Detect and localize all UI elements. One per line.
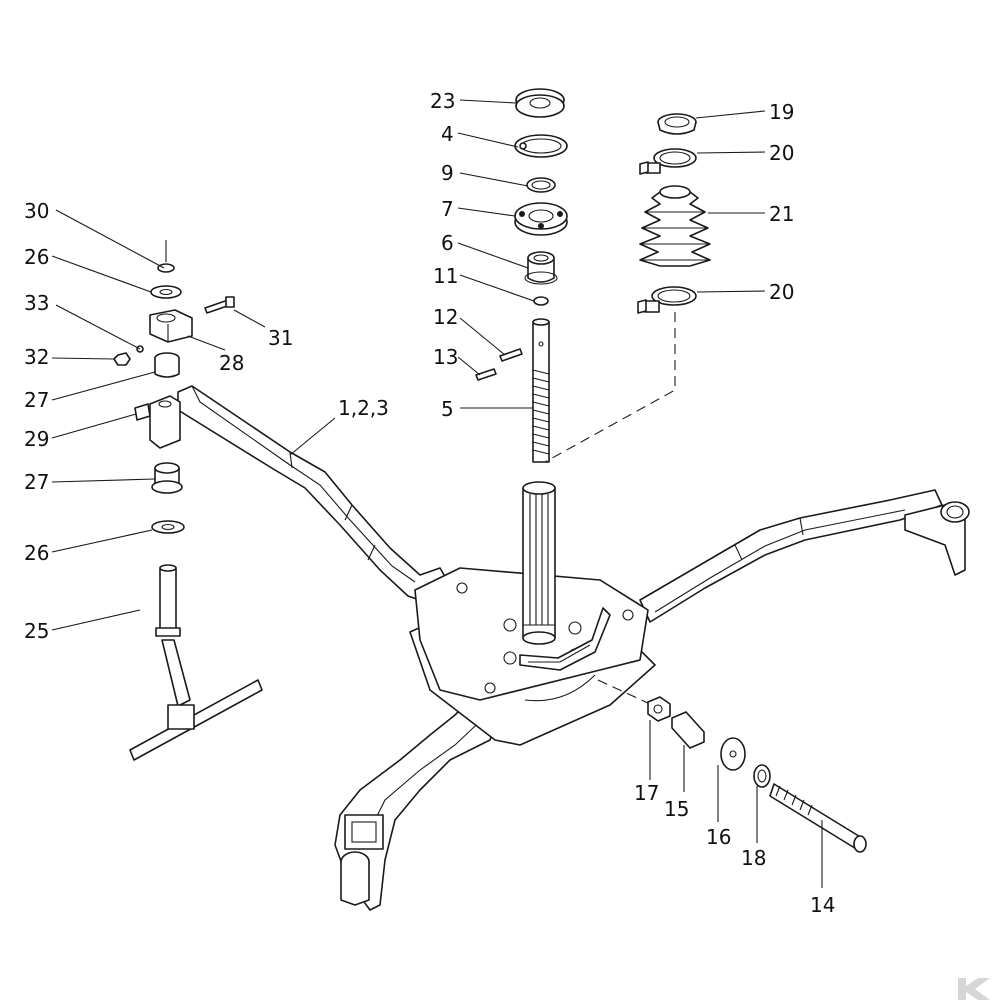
part-27-bushing-upper <box>154 352 180 378</box>
callout-20-upper: 20 <box>769 141 794 165</box>
leader-lines <box>51 99 823 888</box>
frame-lower-arm <box>334 699 501 911</box>
frame-left-arm <box>177 385 451 603</box>
callout-31: 31 <box>268 326 293 350</box>
frame-splined-shaft <box>522 487 556 639</box>
callout-9: 9 <box>441 161 454 185</box>
left-pivot-assembly <box>113 240 263 761</box>
callout-29: 29 <box>24 427 49 451</box>
callout-18: 18 <box>741 846 766 870</box>
part-19-ring <box>657 113 697 135</box>
callout-6: 6 <box>441 231 454 255</box>
part-30-pin <box>157 240 175 273</box>
part-21-bellows <box>639 185 711 267</box>
part-27-bushing-lower <box>151 462 183 494</box>
callout-labels: 23 4 9 7 6 11 12 13 5 1,2,3 19 20 21 20 … <box>24 89 835 917</box>
callout-27-lower: 27 <box>24 470 49 494</box>
callout-21: 21 <box>769 202 794 226</box>
frame-assembly <box>177 385 970 911</box>
part-25-axle-arm <box>129 564 263 761</box>
part-13-pin <box>475 368 497 381</box>
callout-12: 12 <box>433 305 458 329</box>
callout-17: 17 <box>634 781 659 805</box>
callout-16: 16 <box>706 825 731 849</box>
frame-adjust-sector <box>519 607 611 671</box>
part-28-clamp-block <box>149 309 193 343</box>
part-29-grease-nipple <box>134 403 151 421</box>
callout-27-upper: 27 <box>24 388 49 412</box>
part-4-circlip <box>514 134 568 158</box>
part-11-washer <box>533 296 549 306</box>
part-26-washer-upper <box>150 285 182 299</box>
callout-4: 4 <box>441 122 454 146</box>
part-20-clamp-upper <box>639 148 697 175</box>
part-17-nut <box>647 696 671 722</box>
part-15-spacer <box>671 711 705 749</box>
part-7-bearing <box>514 202 568 236</box>
callout-32: 32 <box>24 345 49 369</box>
part-23-bushing <box>515 88 565 118</box>
spindle-stack <box>475 88 568 463</box>
pivot-housing <box>149 395 181 449</box>
part-14-bolt <box>769 783 867 853</box>
brand-logo <box>958 978 990 1000</box>
part-31-bolt <box>204 296 235 314</box>
callout-20-lower: 20 <box>769 280 794 304</box>
callout-26-upper: 26 <box>24 245 49 269</box>
callout-33: 33 <box>24 291 49 315</box>
callout-23: 23 <box>430 89 455 113</box>
callout-5: 5 <box>441 397 454 421</box>
callout-13: 13 <box>433 345 458 369</box>
callout-30: 30 <box>24 199 49 223</box>
part-32-nut <box>113 352 131 366</box>
part-6-sleeve <box>524 251 558 285</box>
callout-19: 19 <box>769 100 794 124</box>
part-20-clamp-lower <box>637 286 697 314</box>
callout-14: 14 <box>810 893 835 917</box>
part-16-washer <box>720 737 746 771</box>
boot-assembly <box>544 113 711 463</box>
callout-28: 28 <box>219 351 244 375</box>
callout-26-lower: 26 <box>24 541 49 565</box>
callout-11: 11 <box>433 264 458 288</box>
part-12-pin <box>499 348 523 362</box>
part-5-threaded-spindle <box>532 318 550 463</box>
callout-1-2-3: 1,2,3 <box>338 396 389 420</box>
callout-25: 25 <box>24 619 49 643</box>
callout-7: 7 <box>441 197 454 221</box>
part-18-lock-washer <box>753 764 771 788</box>
adjust-bolt-group <box>597 679 867 853</box>
callout-15: 15 <box>664 797 689 821</box>
part-26-washer-lower <box>151 520 185 534</box>
frame-right-arm <box>639 489 943 623</box>
part-9-circlip <box>526 177 556 193</box>
boot-axis-dashed-line <box>544 312 676 463</box>
